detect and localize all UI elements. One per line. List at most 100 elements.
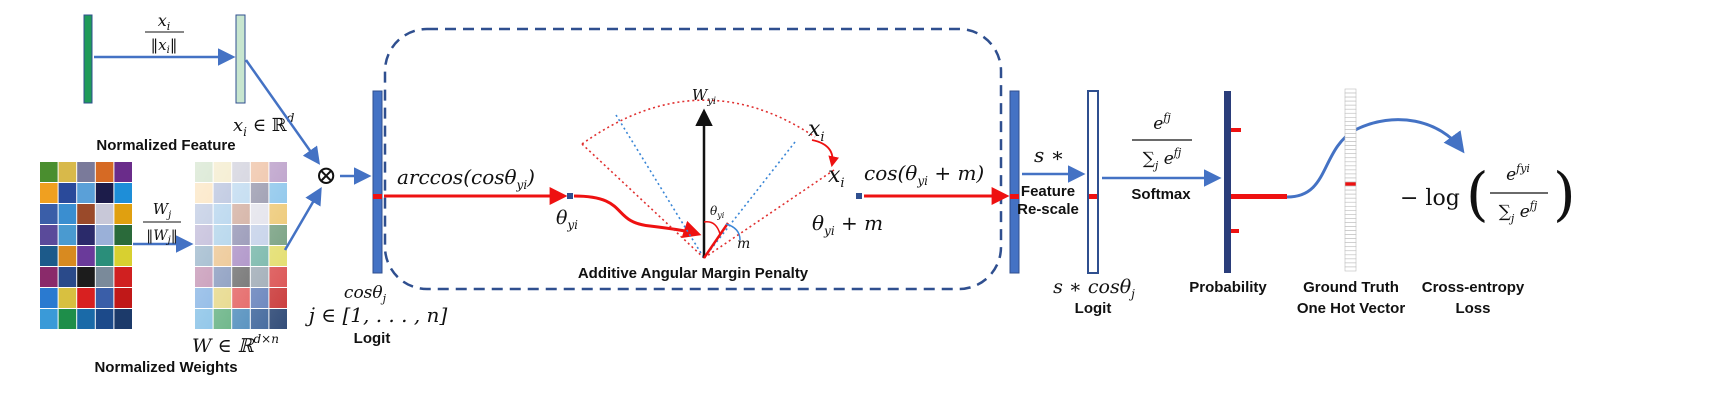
one-hot-cell: [1344, 145, 1357, 150]
weight-cell: [77, 162, 95, 182]
w-in-r: W ∈ ℝd×n: [192, 332, 279, 357]
one-hot-cell: [1344, 226, 1357, 231]
fan-left-red-edge: [581, 143, 705, 259]
one-hot-cell: [1344, 121, 1357, 126]
theta-small-label: θyi: [710, 204, 725, 220]
weight-cell: [77, 309, 95, 329]
weight-cell: [114, 162, 132, 182]
one-hot-cell: [1344, 250, 1357, 256]
feature-rescale-label-2: Re-scale: [1017, 201, 1079, 218]
s-star-label: s ∗: [1034, 143, 1064, 167]
scaled-logit-target-mark: [1089, 194, 1097, 199]
prob-bar-3: [1231, 229, 1239, 233]
xi-rotate-curve: [811, 139, 839, 168]
one-hot-cell: [1344, 214, 1357, 219]
m-label: m: [737, 236, 750, 252]
weight-cell: [114, 309, 132, 329]
one-hot-cell: [1344, 112, 1357, 118]
weight-cell: [77, 225, 95, 245]
theta-to-angle-curve: [573, 194, 702, 238]
loss-numerator: efyi: [1506, 162, 1530, 185]
weight-cell: [77, 183, 95, 203]
one-hot-cell: [1344, 242, 1357, 248]
softmax-label: Softmax: [1131, 186, 1191, 203]
weight-cell: [40, 288, 58, 308]
probability-label: Probability: [1189, 279, 1267, 296]
one-hot-cell: [1344, 100, 1357, 106]
logit-left-label: Logit: [354, 330, 391, 347]
weight-cell: [40, 204, 58, 224]
j-range: j ∈ [1, . . . , n]: [305, 303, 448, 327]
weight-matrix-normalized: [195, 162, 288, 330]
weight-cell: [40, 246, 58, 266]
weight-cell: [95, 183, 114, 203]
normalized-weights-label: Normalized Weights: [94, 359, 237, 376]
weight-cell: [114, 204, 132, 224]
one-hot-cell: [1344, 117, 1357, 122]
weight-cell: [58, 183, 77, 203]
prob-bar-1: [1231, 128, 1241, 132]
one-hot-cell: [1344, 254, 1357, 260]
weight-normalize-fade: [195, 162, 288, 330]
one-hot-cell: [1344, 153, 1357, 159]
xi-top-label: xi: [808, 117, 825, 145]
weight-cell: [114, 225, 132, 245]
weight-matrix-raw: [40, 162, 132, 329]
weight-cell: [77, 267, 95, 287]
one-hot-cell: [1344, 230, 1357, 235]
theta-yi-label: θyi: [556, 207, 578, 232]
one-hot-cell: [1344, 165, 1357, 171]
one-hot-cell: [1344, 246, 1357, 252]
probability-vector: [1224, 91, 1231, 273]
weight-cell: [40, 225, 58, 245]
one-hot-cell: [1344, 161, 1357, 167]
cos-theta-j-left: cosθj: [344, 283, 387, 305]
weight-cell: [95, 225, 114, 245]
feature-vector-raw: [83, 14, 93, 104]
softmax-denominator: ∑j efj: [1143, 146, 1182, 172]
weight-cell: [95, 204, 114, 224]
weight-cell: [58, 267, 77, 287]
margin-angle-vector: [702, 222, 730, 259]
softmax-numerator: efj: [1153, 111, 1171, 134]
logit-vector-left: [372, 90, 383, 274]
w-norm-denominator: ‖Wj‖: [146, 228, 178, 246]
one-hot-cell: [1344, 88, 1357, 94]
one-hot-cell: [1344, 266, 1357, 272]
loss-log: − log: [1400, 186, 1460, 211]
weight-cell: [95, 288, 114, 308]
margin-logit-target-mark: [1010, 194, 1019, 199]
one-hot-cell: [1344, 185, 1357, 191]
margin-logit-vector: [1009, 90, 1020, 274]
cross-entropy-label-2: Loss: [1455, 300, 1490, 317]
weight-cell: [114, 288, 132, 308]
weight-cell: [114, 183, 132, 203]
feature-rescale-label-1: Feature: [1021, 183, 1075, 200]
feature-to-product-arrow: [244, 59, 321, 165]
weight-cell: [58, 288, 77, 308]
weight-cell: [40, 183, 58, 203]
one-hot-cell: [1344, 234, 1357, 239]
feature-vector-normalized: [235, 14, 246, 104]
one-hot-cell: [1344, 133, 1357, 138]
weight-cell: [58, 309, 77, 329]
weight-cell: [58, 204, 77, 224]
one-hot-cell: [1344, 197, 1357, 203]
one-hot-cell: [1344, 157, 1357, 163]
margin-arc: [725, 223, 741, 241]
cross-entropy-label-1: Cross-entropy: [1422, 279, 1525, 296]
one-hot-cell: [1344, 92, 1357, 98]
x-in-rd: xi ∈ ℝd: [233, 111, 295, 139]
weight-cell: [114, 246, 132, 266]
angle-fan-arc: [581, 99, 816, 145]
one-hot-cell: [1344, 177, 1357, 183]
one-hot-cell: [1344, 262, 1357, 268]
one-hot-cell: [1344, 149, 1357, 155]
one-hot-vector: [1344, 88, 1357, 272]
weight-cell: [95, 267, 114, 287]
one-hot-cell: [1344, 104, 1357, 110]
theta-point: [567, 193, 573, 199]
w-yi-label: Wyi: [692, 86, 716, 107]
one-hot-cell: [1344, 205, 1357, 211]
